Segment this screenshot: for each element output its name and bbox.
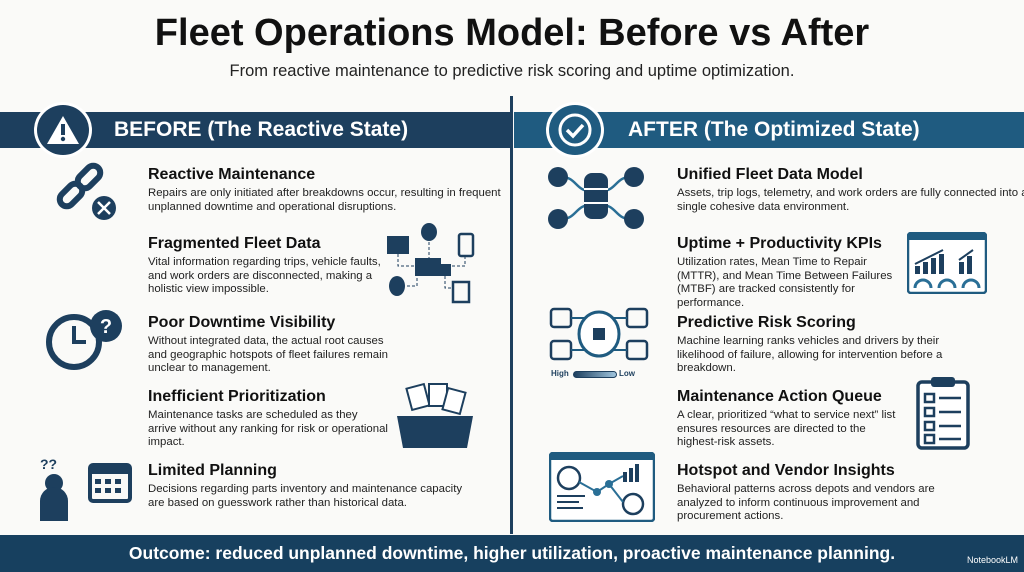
outcome-footer: Outcome: reduced unplanned downtime, hig…: [0, 535, 1024, 572]
broken-link-icon: [48, 162, 120, 227]
item-text: Without integrated data, the actual root…: [148, 335, 388, 374]
item-title: Limited Planning: [148, 462, 277, 479]
risk-scale-low-label: Low: [619, 369, 635, 378]
item-title: Hotspot and Vendor Insights: [677, 462, 895, 479]
svg-text:?: ?: [100, 316, 112, 338]
item-text: Repairs are only initiated after breakdo…: [148, 187, 501, 213]
item-title: Predictive Risk Scoring: [677, 314, 856, 331]
item-title: Inefficient Prioritization: [148, 388, 326, 405]
network-analytics-icon: [548, 451, 656, 527]
item-text: Assets, trip logs, telemetry, and work o…: [677, 187, 1024, 213]
warning-icon: [34, 102, 92, 158]
item-text: Behavioral patterns across depots and ve…: [677, 483, 935, 522]
column-divider: [510, 96, 513, 534]
after-item-action-queue: Maintenance Action Queue A clear, priorit…: [677, 388, 909, 450]
item-title: Poor Downtime Visibility: [148, 314, 336, 331]
item-title: Unified Fleet Data Model: [677, 166, 863, 183]
item-title: Reactive Maintenance: [148, 166, 316, 183]
confused-person-calendar-icon: ??: [36, 455, 136, 526]
ai-brain-icon: [549, 305, 649, 372]
risk-scale-bar: High Low: [551, 368, 637, 382]
item-text: Machine learning ranks vehicles and driv…: [677, 335, 943, 374]
item-title: Fragmented Fleet Data: [148, 235, 321, 252]
item-text: Vital information regarding trips, vehic…: [148, 256, 381, 295]
overflowing-inbox-icon: [395, 380, 475, 457]
item-title: Uptime + Productivity KPIs: [677, 235, 882, 252]
notebooklm-brand: NotebookLM: [966, 555, 1018, 565]
unified-database-icon: [546, 165, 646, 236]
item-text: Maintenance tasks are scheduled as they …: [148, 409, 388, 448]
item-text: A clear, prioritized “what to service ne…: [677, 409, 896, 448]
svg-text:??: ??: [40, 456, 57, 472]
item-text: Decisions regarding parts inventory and …: [148, 483, 463, 509]
item-text: Utilization rates, Mean Time to Repair (…: [677, 256, 893, 309]
checkmark-icon: [546, 102, 604, 158]
disconnected-data-icon: [385, 222, 480, 309]
clipboard-checklist-icon: [915, 376, 971, 455]
kpi-dashboard-icon: [906, 231, 988, 299]
page-title: Fleet Operations Model: Before vs After: [154, 12, 870, 54]
item-title: Maintenance Action Queue: [677, 388, 882, 405]
page-subtitle: From reactive maintenance to predictive …: [229, 62, 795, 80]
risk-gradient: [573, 371, 617, 378]
risk-scale-high-label: High: [551, 369, 569, 378]
clock-question-icon: ?: [44, 308, 126, 377]
